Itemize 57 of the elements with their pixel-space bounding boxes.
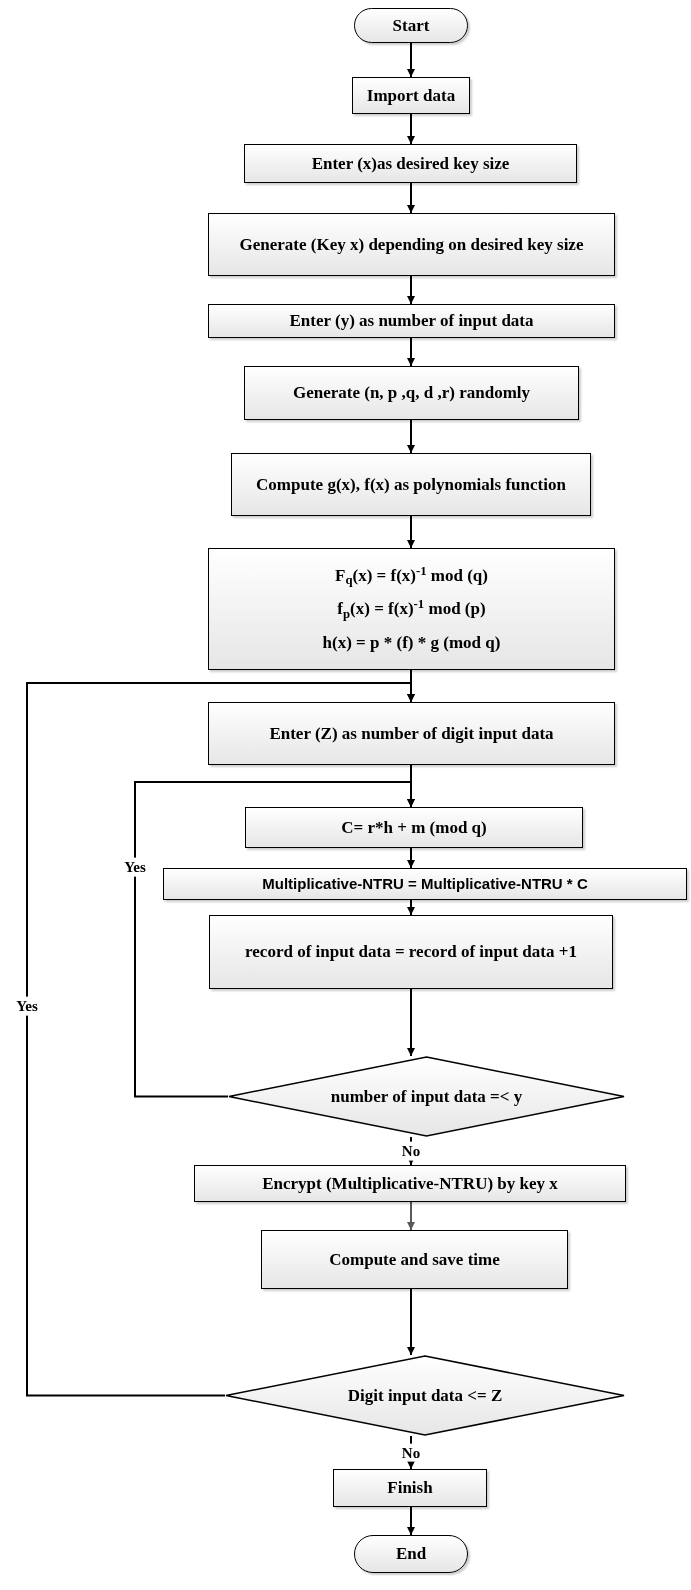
arrow — [407, 515, 415, 549]
terminal-pill — [354, 1535, 468, 1573]
arrow — [407, 419, 415, 454]
edge-label: Yes — [122, 857, 148, 877]
process-box — [231, 453, 591, 516]
process-box — [333, 1469, 487, 1507]
node-text: Multiplicative-NTRU = Multiplicative-NTRU * C — [262, 874, 588, 894]
arrow — [407, 182, 415, 214]
node-text: h(x) = p * (f) * g (mod q) — [322, 631, 501, 653]
arrow — [134, 781, 415, 1098]
arrow — [407, 899, 415, 916]
node-text: Import data — [366, 84, 456, 107]
arrow — [407, 113, 415, 145]
process-box — [208, 304, 615, 338]
process-box — [352, 77, 470, 114]
arrow — [26, 682, 415, 1397]
node-text: Encrypt (Multiplicative-NTRU) by key x — [262, 1172, 558, 1195]
arrow — [407, 1288, 415, 1356]
node-text: record of input data = record of input data +1 — [245, 941, 577, 963]
arrow — [407, 42, 415, 78]
process-box — [245, 807, 583, 848]
arrow — [407, 337, 415, 367]
terminal-pill — [354, 8, 468, 43]
process-box — [244, 144, 577, 183]
decision-diamond — [228, 1056, 625, 1137]
edge-label: Yes — [14, 996, 40, 1016]
node-text: End — [395, 1543, 427, 1565]
process-box — [261, 1230, 568, 1289]
node-text: Compute and save time — [329, 1248, 500, 1271]
node-text: Compute g(x), f(x) as polynomials function — [256, 473, 566, 496]
node-text: Enter (y) as number of input data — [289, 310, 534, 332]
process-box — [194, 1165, 626, 1202]
node-text: Enter (x)as desired key size — [311, 152, 510, 175]
node-text: Digit input data <= Z — [347, 1384, 503, 1407]
arrow — [407, 847, 415, 869]
decision-diamond — [225, 1355, 625, 1436]
node-text: Finish — [387, 1477, 433, 1499]
node-text: C= r*h + m (mod q) — [341, 816, 487, 839]
node-text: F$_{q}$(x) = f(x)$^{-1}$ mod (q) — [335, 565, 488, 587]
node-text: Enter (Z) as number of digit input data — [269, 722, 554, 745]
arrow — [407, 988, 415, 1057]
process-box — [163, 868, 687, 900]
process-box — [244, 366, 579, 420]
node-text: Generate (Key x) depending on desired key size — [239, 233, 584, 256]
arrow — [407, 275, 415, 305]
arrow — [407, 1506, 415, 1536]
node-text: f$_{p}$(x) = f(x)$^{-1}$ mod (p) — [337, 598, 486, 620]
process-box — [208, 548, 615, 670]
node-text: number of input data =< y — [330, 1085, 523, 1108]
edge-label: No — [399, 1141, 423, 1161]
node-text: Start — [392, 14, 430, 37]
process-box — [208, 702, 615, 765]
process-box — [208, 213, 615, 276]
edge-label: No — [399, 1443, 423, 1462]
arrow — [407, 1201, 415, 1231]
process-box — [209, 915, 613, 989]
node-text: Generate (n, p ,q, d ,r) randomly — [292, 382, 530, 404]
